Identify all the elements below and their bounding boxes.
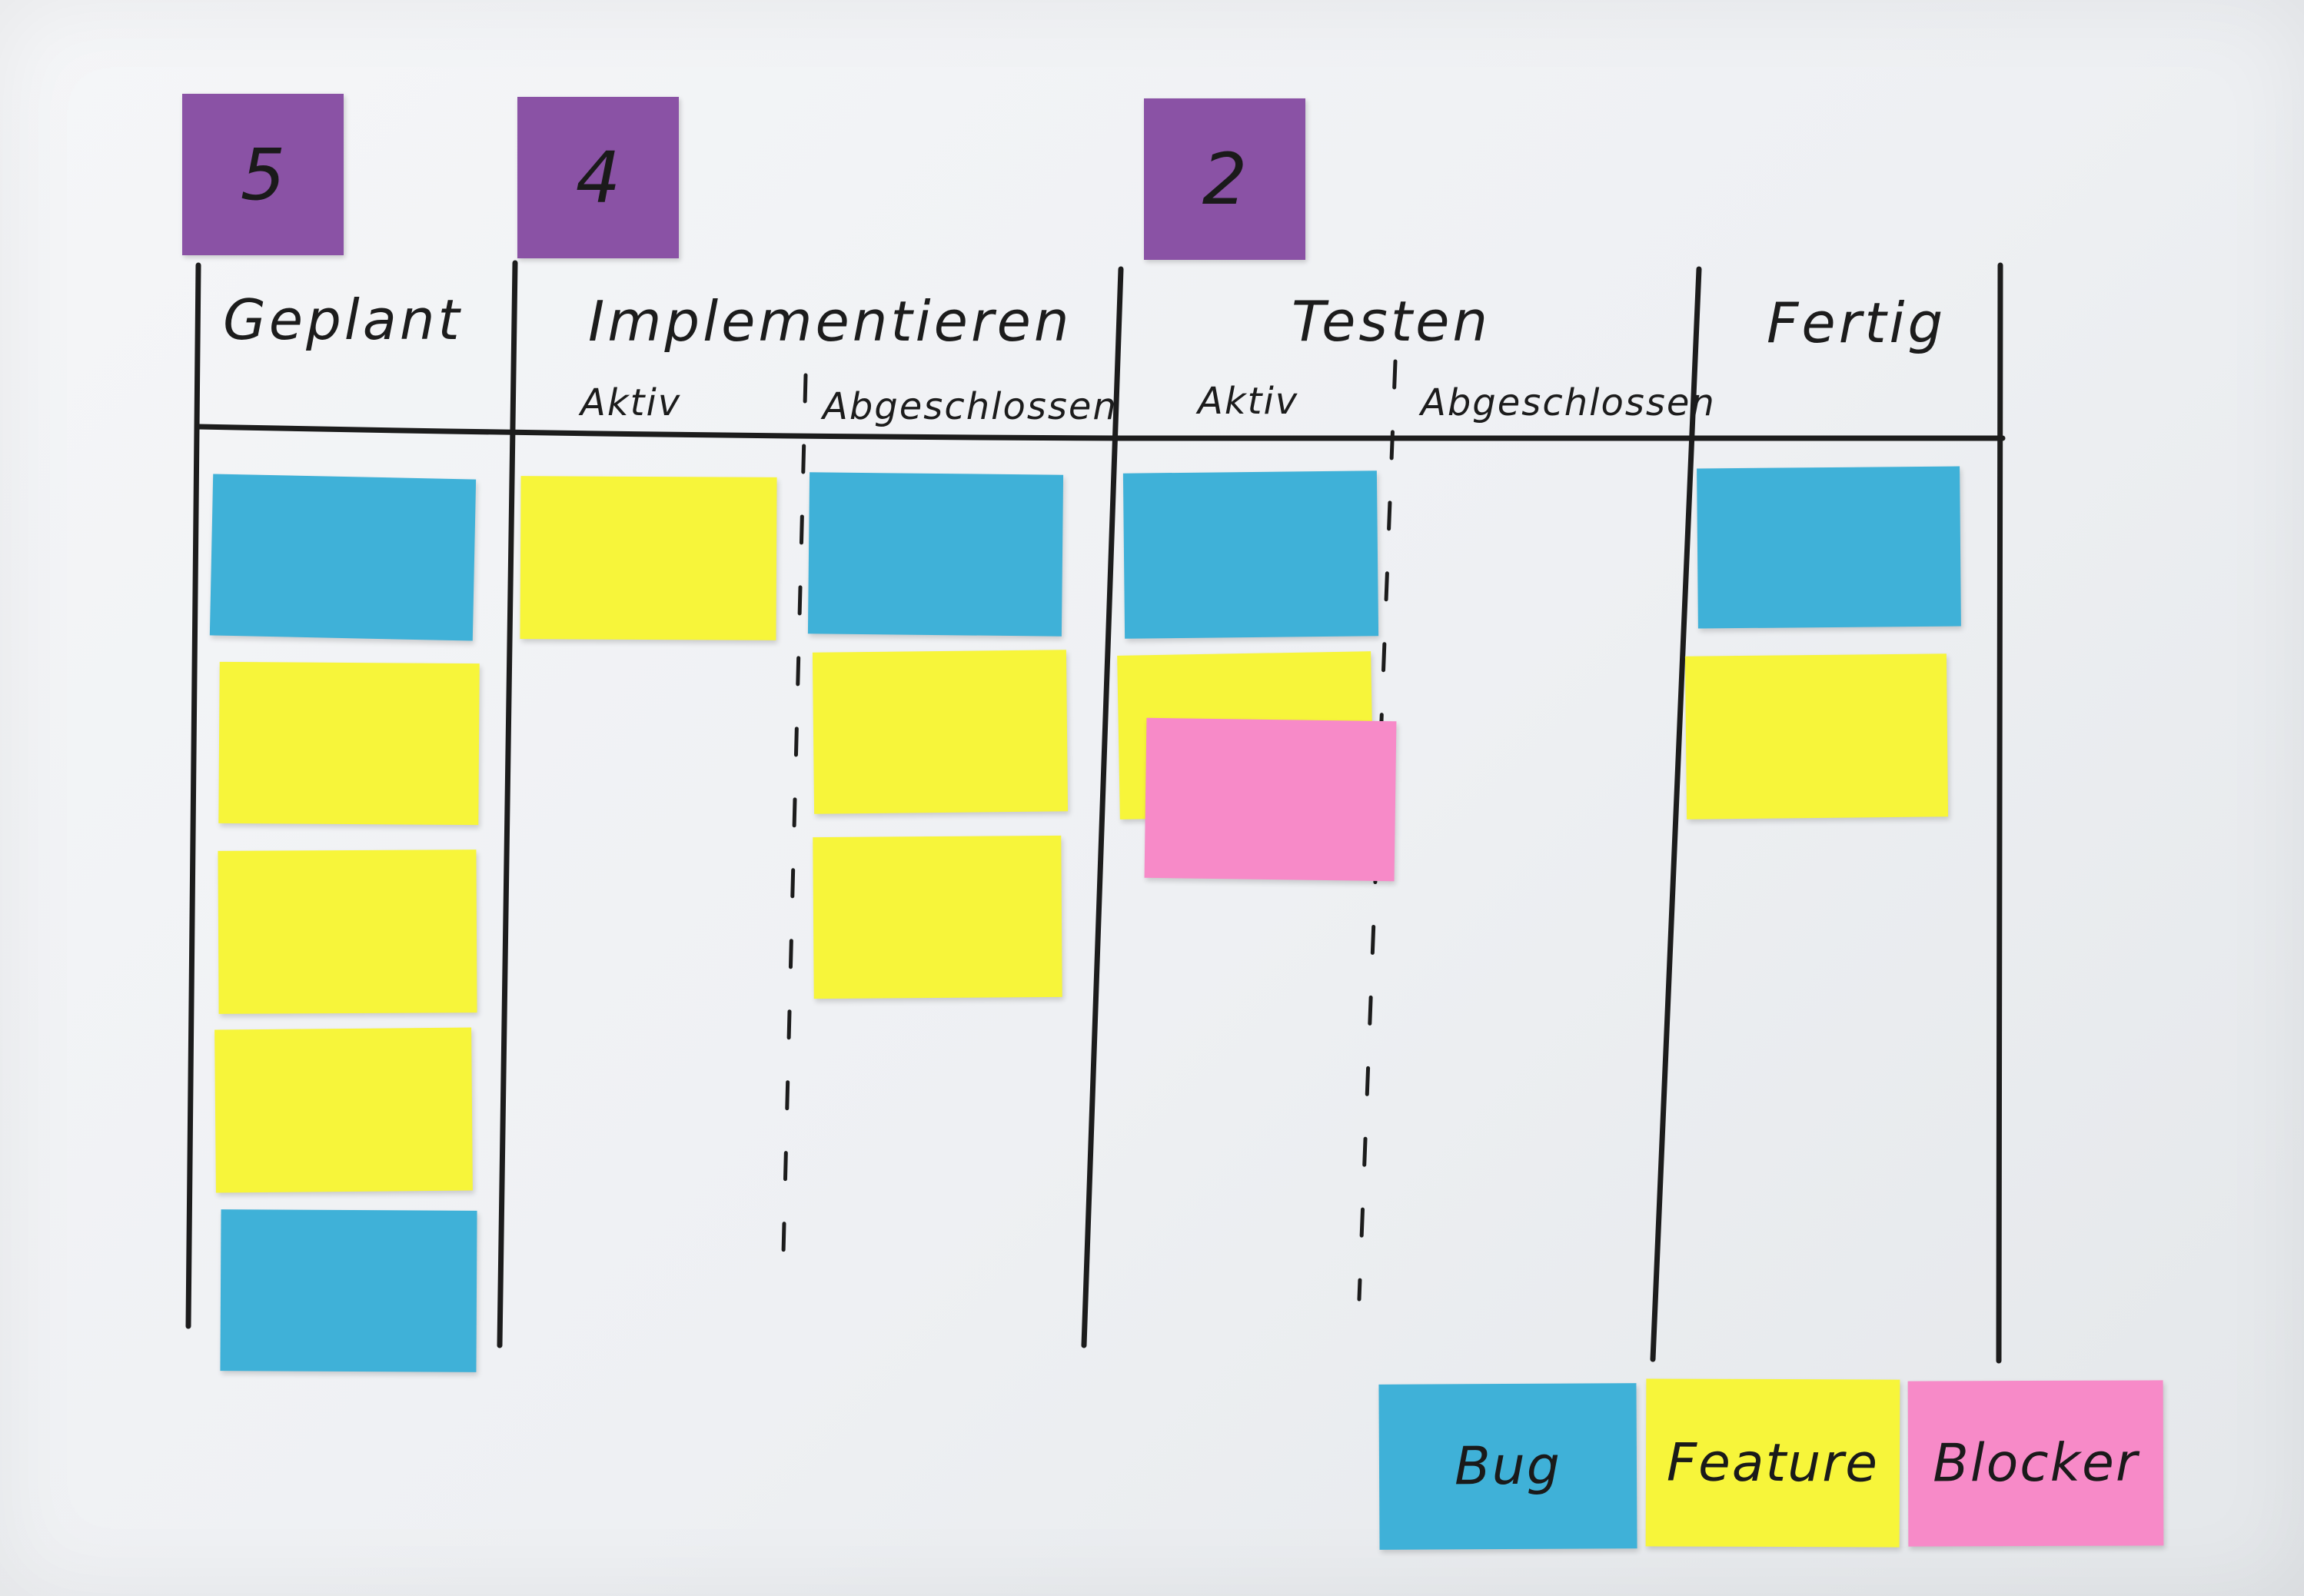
legend-blocker: Blocker <box>1907 1380 2164 1547</box>
wip-limit-implementieren: 4 <box>517 97 679 258</box>
header-underline <box>195 424 2006 442</box>
column-divider-implementieren-testen <box>1081 266 1124 1348</box>
column-heading-implementieren: Implementieren <box>588 289 1072 354</box>
subcolumn-heading-testen-aktiv: Aktiv <box>1198 380 1299 423</box>
wip-limit-geplant: 5 <box>182 94 344 255</box>
wip-limit-testen-value: 2 <box>1202 138 1248 221</box>
column-heading-fertig: Fertig <box>1767 291 1947 355</box>
sticky-note-bug <box>209 474 477 641</box>
sticky-note-feature <box>214 1027 473 1193</box>
sticky-note-feature <box>813 835 1062 999</box>
sticky-note-feature <box>218 661 480 826</box>
sticky-note-blocker <box>1144 717 1397 882</box>
wip-limit-implementieren-value: 4 <box>575 136 621 219</box>
legend-bug: Bug <box>1378 1383 1637 1550</box>
wip-limit-geplant-value: 5 <box>240 133 286 216</box>
sticky-note-bug <box>1697 466 1961 629</box>
sticky-note-bug <box>807 472 1064 637</box>
sticky-note-feature <box>218 850 477 1014</box>
sticky-note-feature <box>812 650 1069 814</box>
subcolumn-divider-testen <box>1357 359 1398 1302</box>
column-heading-geplant: Geplant <box>223 288 463 352</box>
subcolumn-divider-implementieren <box>780 373 808 1286</box>
column-divider-left <box>185 262 201 1329</box>
legend-feature: Feature <box>1645 1378 1900 1548</box>
legend-bug-label: Bug <box>1454 1435 1562 1498</box>
wip-limit-testen: 2 <box>1144 98 1305 260</box>
sticky-note-bug <box>1122 470 1379 639</box>
column-divider-geplant-implementieren <box>497 260 518 1348</box>
sticky-note-feature <box>1684 653 1949 820</box>
subcolumn-heading-implementieren-abgeschlossen: Abgeschlossen <box>823 385 1118 428</box>
column-heading-testen: Testen <box>1292 289 1491 354</box>
legend-blocker-label: Blocker <box>1933 1432 2139 1495</box>
sticky-note-bug <box>220 1209 477 1372</box>
column-divider-right <box>1996 262 2003 1364</box>
subcolumn-heading-implementieren-aktiv: Aktiv <box>580 381 682 424</box>
subcolumn-heading-testen-abgeschlossen: Abgeschlossen <box>1421 381 1716 424</box>
legend-feature-label: Feature <box>1666 1432 1880 1494</box>
column-divider-testen-fertig <box>1650 266 1702 1362</box>
sticky-note-feature <box>520 476 777 640</box>
